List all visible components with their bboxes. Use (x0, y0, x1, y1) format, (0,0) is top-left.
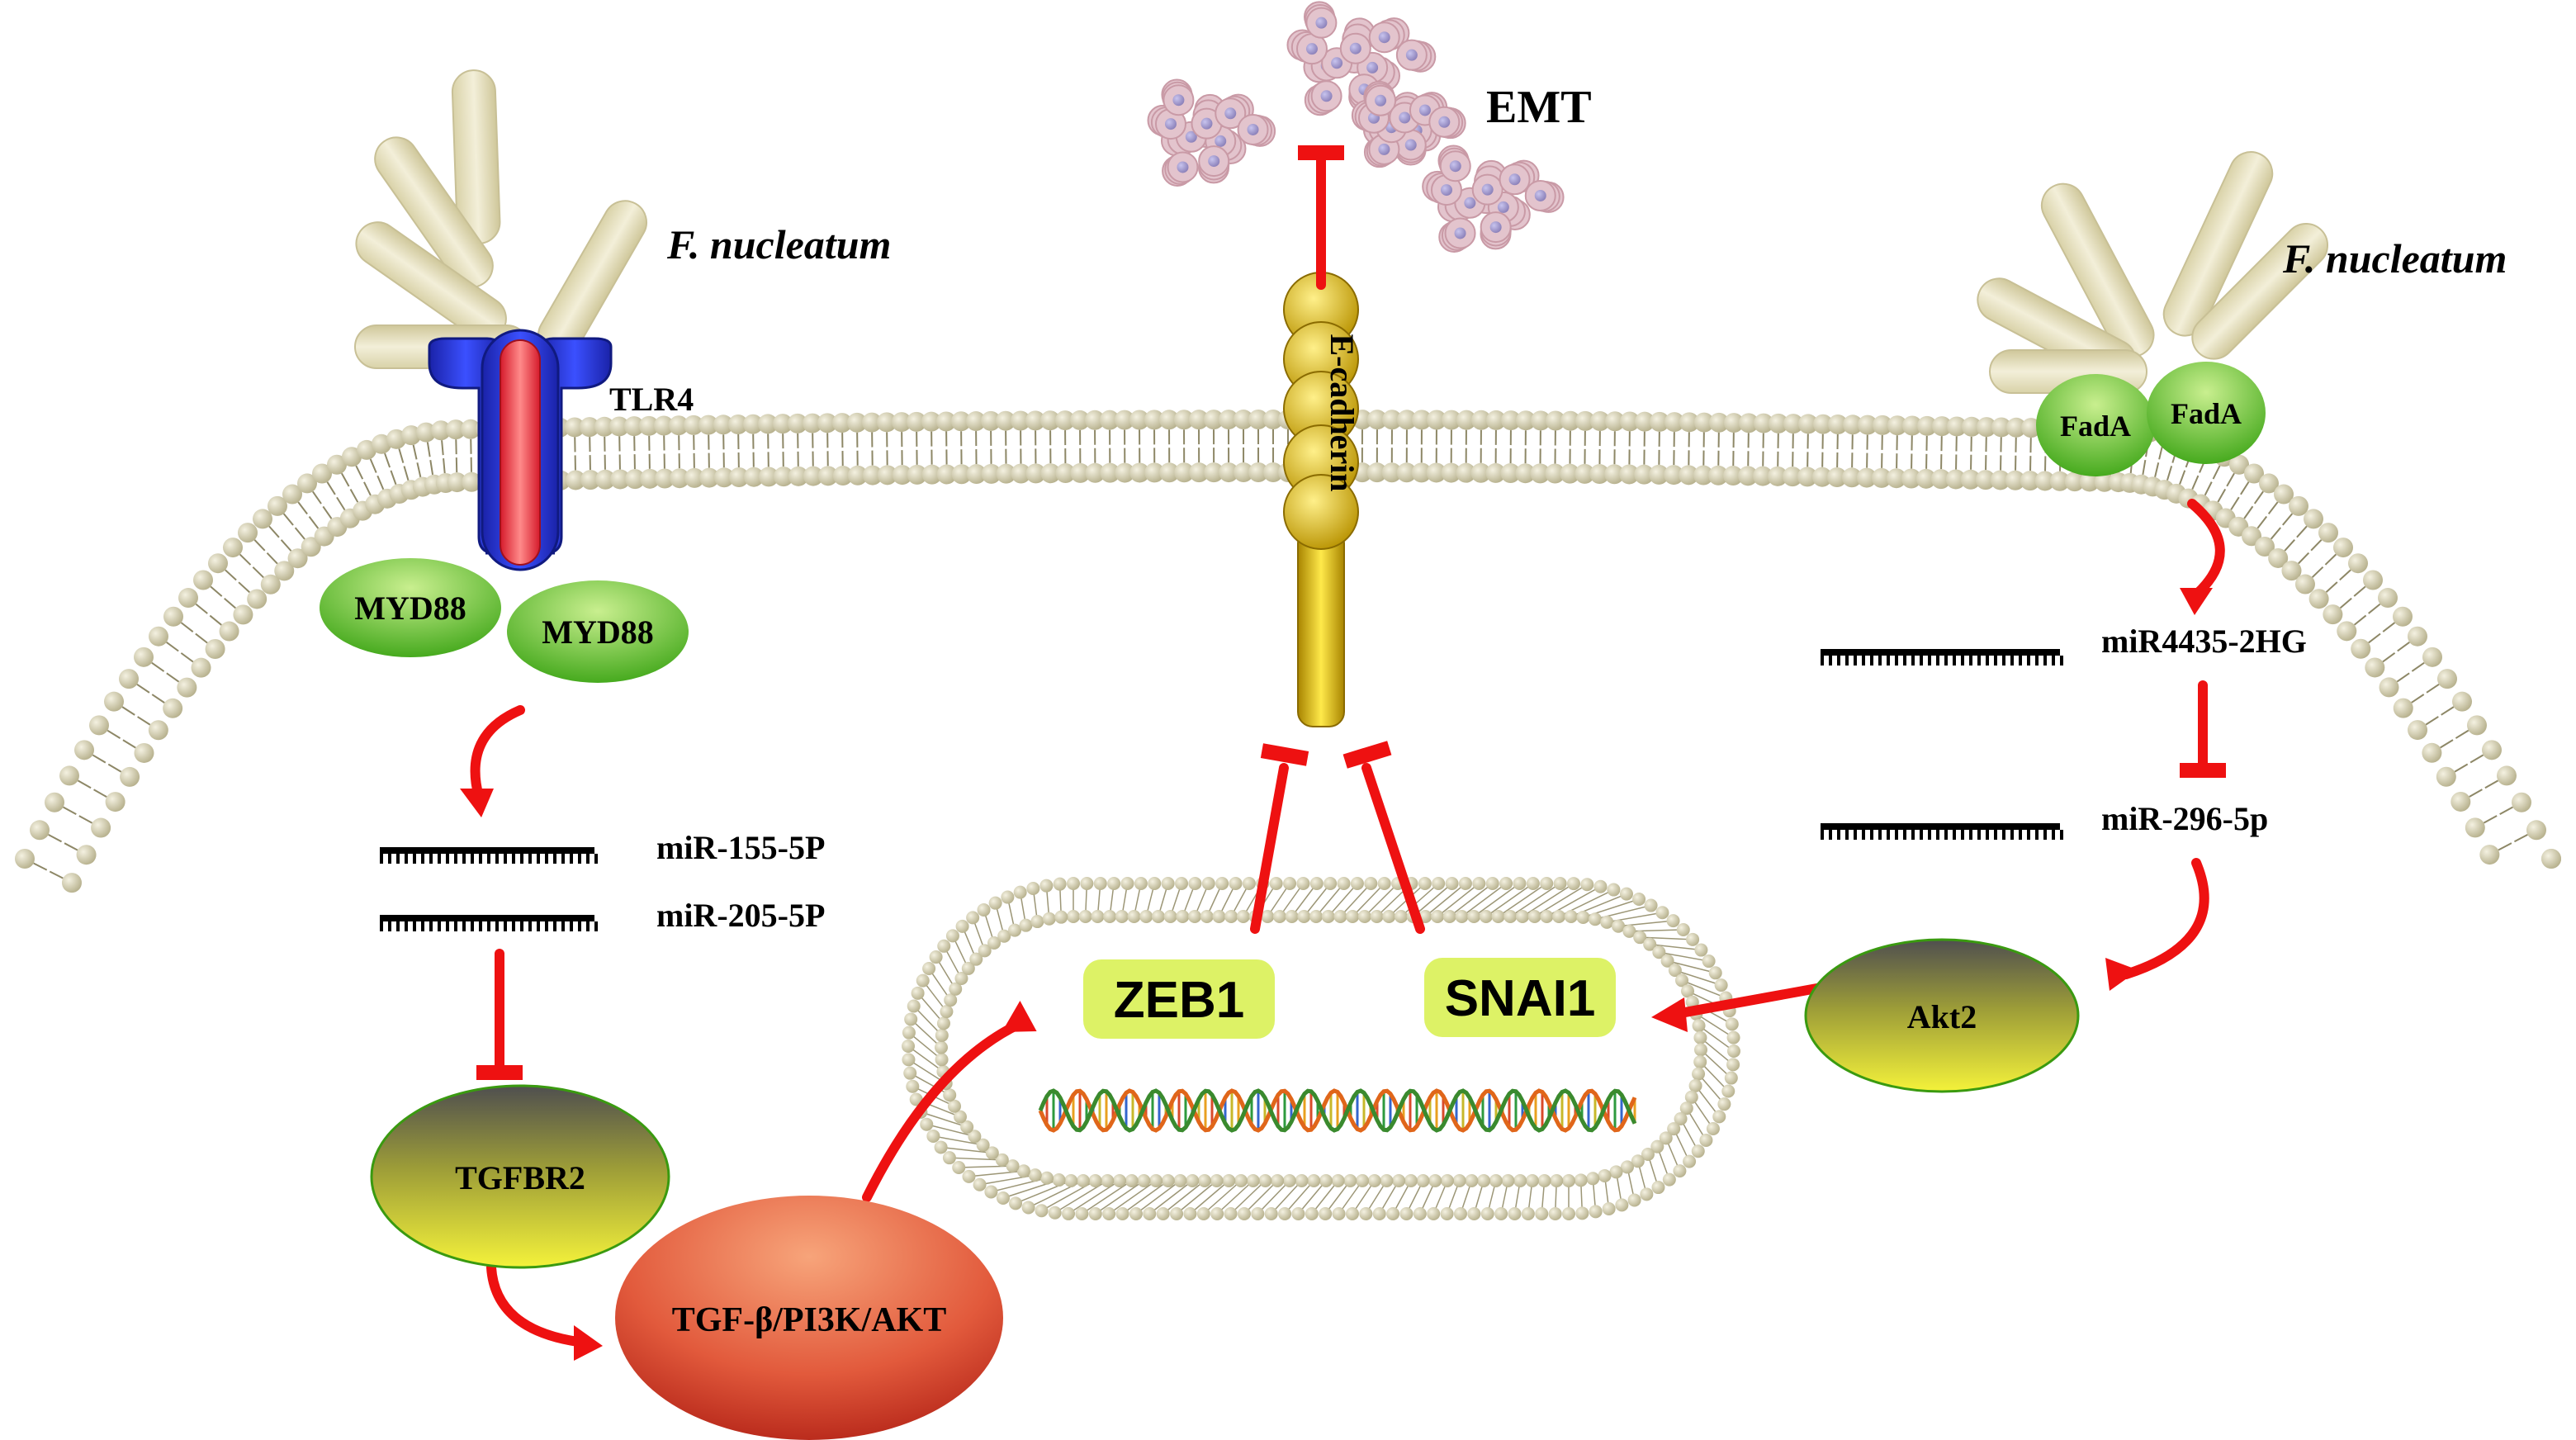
tgfbr2-node (370, 1084, 670, 1269)
akt2-node (1804, 938, 2080, 1093)
label-zeb1: ZEB1 (1114, 972, 1244, 1029)
fada-nodes (2036, 362, 2266, 476)
tbar-snai1 (1342, 741, 1392, 769)
label-bacterium-left: F. nucleatum (666, 221, 891, 268)
tbar-zeb1 (1260, 743, 1309, 766)
arrow-heads (460, 145, 2226, 1361)
label-mir296: miR-296-5p (2101, 800, 2268, 837)
dna-helix (1038, 1088, 1637, 1133)
tgf-pathway-node (615, 1196, 1003, 1440)
arrows (470, 152, 2225, 1347)
emt-cell-clusters (1147, 1, 1565, 253)
label-mir155: miR-155-5P (656, 829, 825, 866)
label-bacterium-right: F. nucleatum (2282, 235, 2507, 282)
bacterium-rods-left (354, 69, 647, 369)
head-pathway-zeb1 (1002, 1000, 1037, 1033)
label-ecadherin: E-cadherin (1324, 334, 1361, 491)
label-fada-a: FadA (2060, 410, 2131, 443)
tbar-tgfbr2 (476, 1065, 523, 1080)
snai1-box (1424, 958, 1616, 1037)
label-fada-b: FadA (2171, 397, 2242, 430)
mirna-strands (380, 649, 2063, 931)
tbar-emt (1298, 145, 1344, 160)
arrow-myd88-to-mir (470, 705, 525, 802)
bacterium-rods-right (1977, 151, 2329, 394)
label-myd88-b: MYD88 (542, 613, 654, 651)
head-tgfbr2-pathway (574, 1325, 603, 1361)
arrow-tgfbr2-to-pathway (486, 1262, 583, 1347)
head-akt2-snai1 (1651, 997, 1688, 1032)
head-fada-mir4435 (2180, 588, 2213, 615)
head-myd88-mir (460, 789, 494, 817)
label-myd88-a: MYD88 (354, 590, 466, 627)
zeb1-box (1083, 959, 1275, 1039)
label-tgf-pathway: TGF-β/PI3K/AKT (672, 1301, 946, 1339)
label-akt2: Akt2 (1907, 998, 1977, 1035)
nucleus-envelope (902, 877, 1740, 1220)
label-tgfbr2: TGFBR2 (455, 1159, 585, 1196)
inhibit-ecad-zeb1 (1250, 763, 1289, 934)
label-mir205: miR-205-5P (656, 897, 825, 934)
myd88-nodes (320, 558, 689, 683)
label-mir4435: miR4435-2HG (2101, 623, 2307, 660)
label-emt: EMT (1486, 82, 1592, 133)
arrow-pathway-to-zeb1 (862, 1019, 1025, 1202)
head-mir296-akt2 (2105, 958, 2138, 991)
arrow-akt2-to-snai1 (1671, 979, 1844, 1019)
arrow-fada-to-mir4435 (2187, 499, 2225, 599)
arrow-mir296-to-akt2 (2121, 858, 2209, 979)
tbar-mir296 (2180, 763, 2226, 778)
ecadherin-protein (1283, 272, 1359, 727)
label-tlr4: TLR4 (609, 381, 694, 418)
inhibit-ecad-snai1 (1361, 763, 1425, 934)
tlr4-receptor (428, 329, 613, 571)
label-snai1: SNAI1 (1445, 970, 1596, 1027)
